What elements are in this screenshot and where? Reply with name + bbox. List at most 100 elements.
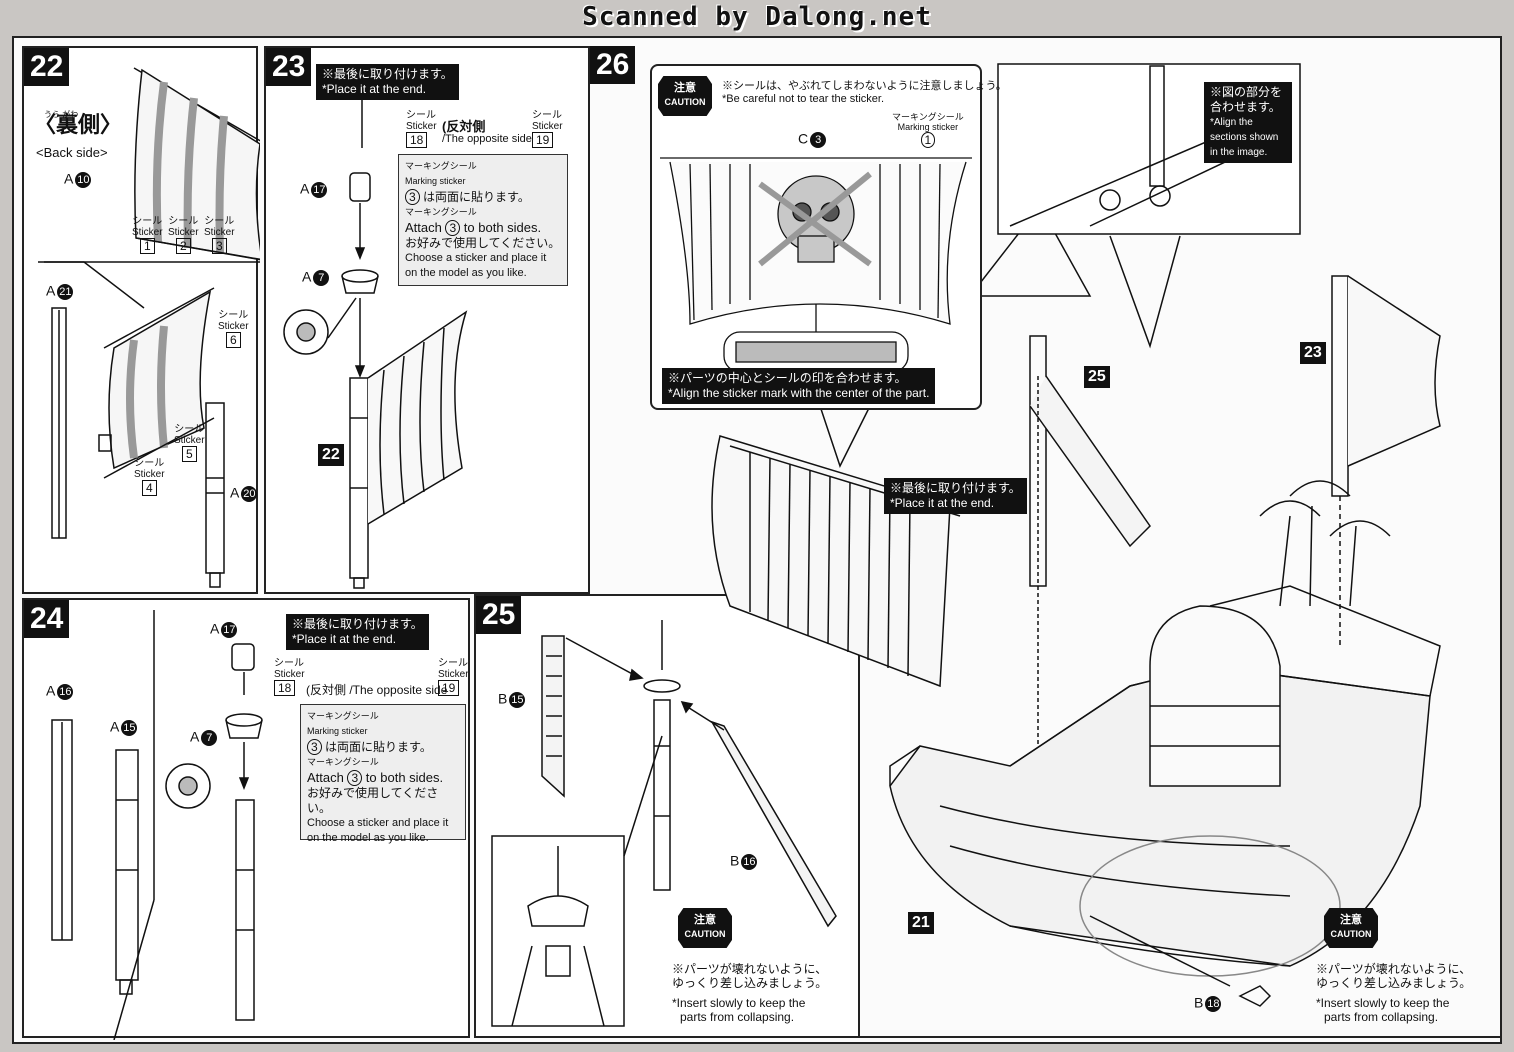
choose-en-1: Choose a sticker and place it [405,252,547,264]
part-number: 21 [57,284,74,300]
sticker-en: Sticker [174,435,205,446]
warn-jp-2: ゆっくり差し込みましょう。 [672,976,828,990]
part-letter: A [300,180,310,197]
end-en: *Place it at the end. [890,496,995,510]
step-number: 22 [24,48,70,86]
marking-en: Marking sticker [897,122,959,132]
sticker-4: 4 [141,480,157,496]
align-en-1: *Align the [1210,117,1253,128]
insert-slowly-warning: ※パーツが壊れないように、 ゆっくり差し込みましょう。 *Insert slow… [672,962,827,1024]
tear-jp: ※シールは、やぶれてしまわないように注意しましょう。 [722,80,1007,92]
sticker-en: Sticker [134,469,165,480]
opposite-side-label: (反対側 /The opposite side [306,683,448,697]
attach-en: Attach [405,220,442,235]
part-number: 15 [509,692,526,708]
note-en: *Place it at the end. [292,632,397,646]
part-number: 18 [1205,996,1222,1012]
marking-number: 3 [445,220,461,236]
sticker-jp: シール [438,658,468,669]
sticker-2: 2 [175,238,191,254]
marking-jp: マーキングシール [405,161,477,171]
align-jp-1: ※図の部分を [1210,85,1283,99]
part-letter: A [46,282,56,299]
caution-jp: 注意 [1340,914,1362,926]
note-jp: ※最後に取り付けます。 [292,617,423,631]
warn-en-1: *Insert slowly to keep the [1316,996,1450,1010]
part-letter: A [190,728,200,745]
both-sides-jp: は両面に貼ります。 [423,190,530,204]
opposite-jp: (反対側 [442,119,486,134]
ref-step-25-badge: 25 [1084,366,1110,388]
sticker-jp: シール [532,110,562,121]
place-at-end-note: ※最後に取り付けます。*Place it at the end. [884,478,1027,514]
step-23-panel: 23 [264,46,590,594]
step-number: 23 [266,48,312,86]
yard-assembly-illustration [491,620,837,1027]
back-side-heading: 〈裏側〉 [34,112,123,137]
ref-step-21-badge: 21 [908,912,934,934]
part-number: 7 [201,730,218,746]
part-number: 10 [75,172,92,188]
attach-en-2: to both sides. [365,770,444,785]
part-number: 7 [313,270,330,286]
attach-row: Attach 3 to both sides. [405,220,561,236]
part-number: 16 [57,684,74,700]
sticker-en: Sticker [406,121,437,132]
part-number: 17 [221,622,238,638]
sticker-en: Sticker [274,669,305,680]
part-letter: A [230,484,240,501]
sticker-en: Sticker [204,227,235,238]
place-at-end-note: ※最後に取り付けます。*Place it at the end. [316,64,459,100]
marking-en: Marking sticker [405,176,466,186]
align-jp-2: 合わせます。 [1210,100,1281,114]
part-number: 3 [810,132,827,148]
sticker-18: 18 [406,132,428,148]
warn-en-2: parts from collapsing. [680,1010,795,1024]
part-letter: B [730,852,740,869]
note-jp: ※最後に取り付けます。 [322,67,453,81]
sticker-18: 18 [274,680,296,696]
step-number: 26 [590,46,636,84]
marking-sticker-info: マーキングシール Marking sticker 3 は両面に貼ります。 マーキ… [398,154,568,286]
sail-back-illustration [38,67,260,588]
marking-en: Marking sticker [307,726,368,736]
choose-en-1: Choose a sticker and place it [307,817,449,829]
ref-step-23-badge: 23 [1300,342,1326,364]
part-letter: B [498,690,508,707]
skull-sail-drawing [660,157,972,373]
part-number: 17 [311,182,328,198]
align-en-2: sections shown [1210,132,1279,143]
part-letter: A [46,682,56,699]
part-letter: A [110,718,120,735]
marking-jp-2: マーキングシール [405,207,477,217]
part-letter: A [210,620,220,637]
marking-sticker-info: マーキングシール Marking sticker 3 は両面に貼ります。 マーキ… [300,704,466,844]
align-sections-note: ※図の部分を 合わせます。 *Align the sections shown … [1204,82,1292,163]
choose-jp: お好みで使用してください。 [405,236,561,250]
caution-jp: 注意 [694,914,716,926]
sticker-1: 1 [139,238,155,254]
marking-number: 3 [405,189,420,205]
both-sides-row: 3 は両面に貼ります。 [405,189,561,205]
part-letter: A [302,268,312,285]
sticker-jp: シール [132,216,163,227]
sticker-19: 19 [532,132,554,148]
